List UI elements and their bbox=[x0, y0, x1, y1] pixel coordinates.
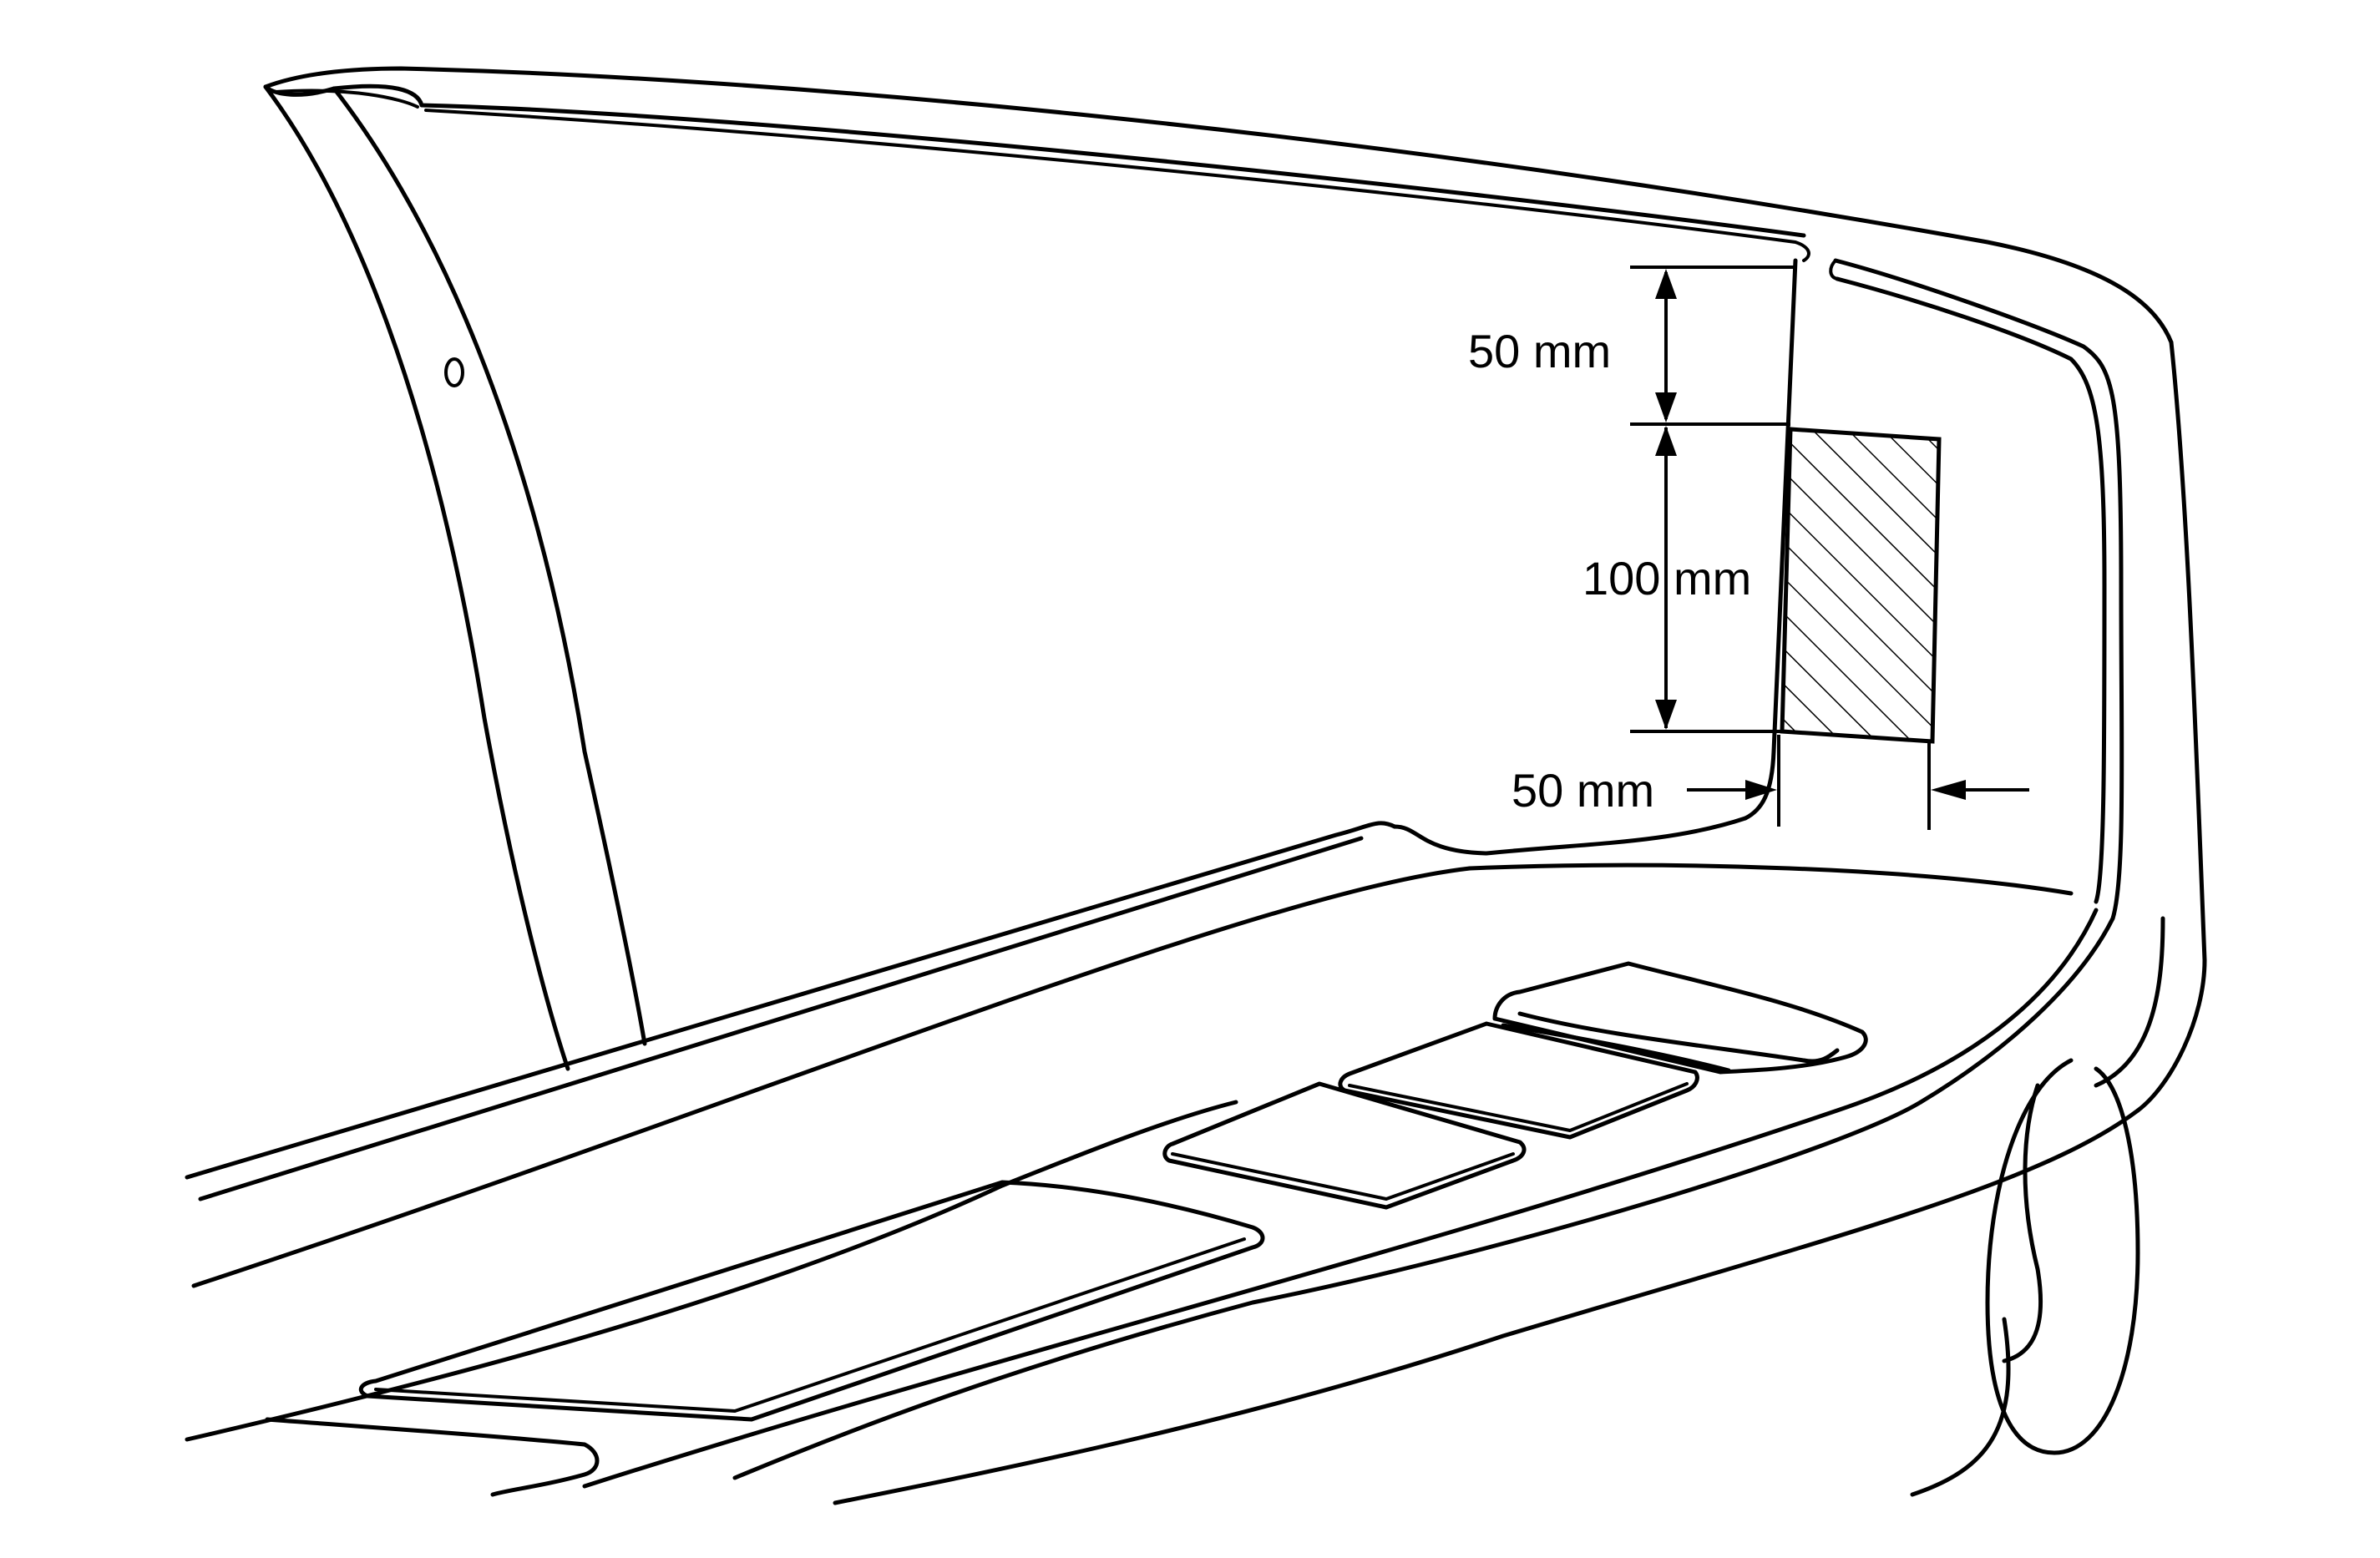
label-side-offset: 50 mm bbox=[1512, 764, 1654, 817]
arrow-bottom-left bbox=[1931, 780, 1966, 800]
label-top-offset: 50 mm bbox=[1468, 325, 1611, 377]
arrow-top-down bbox=[1655, 392, 1677, 422]
dimension-labels: 50 mm 100 mm 50 mm bbox=[1468, 325, 1751, 817]
hood-outline bbox=[263, 66, 2207, 1113]
hinge-hole bbox=[444, 357, 464, 387]
dimension-lines bbox=[1630, 266, 2029, 830]
label-area-height: 100 mm bbox=[1582, 552, 1751, 604]
arrow-middle-down bbox=[1655, 700, 1677, 730]
arrow-bottom-right bbox=[1745, 780, 1777, 800]
arrow-middle-up bbox=[1655, 426, 1677, 456]
hood-inner-panel bbox=[185, 258, 2140, 1505]
hood-pads bbox=[358, 961, 1868, 1422]
fender-arch bbox=[1910, 916, 2165, 1497]
hatched-area bbox=[1780, 427, 1942, 744]
arrow-top-up bbox=[1655, 269, 1677, 299]
